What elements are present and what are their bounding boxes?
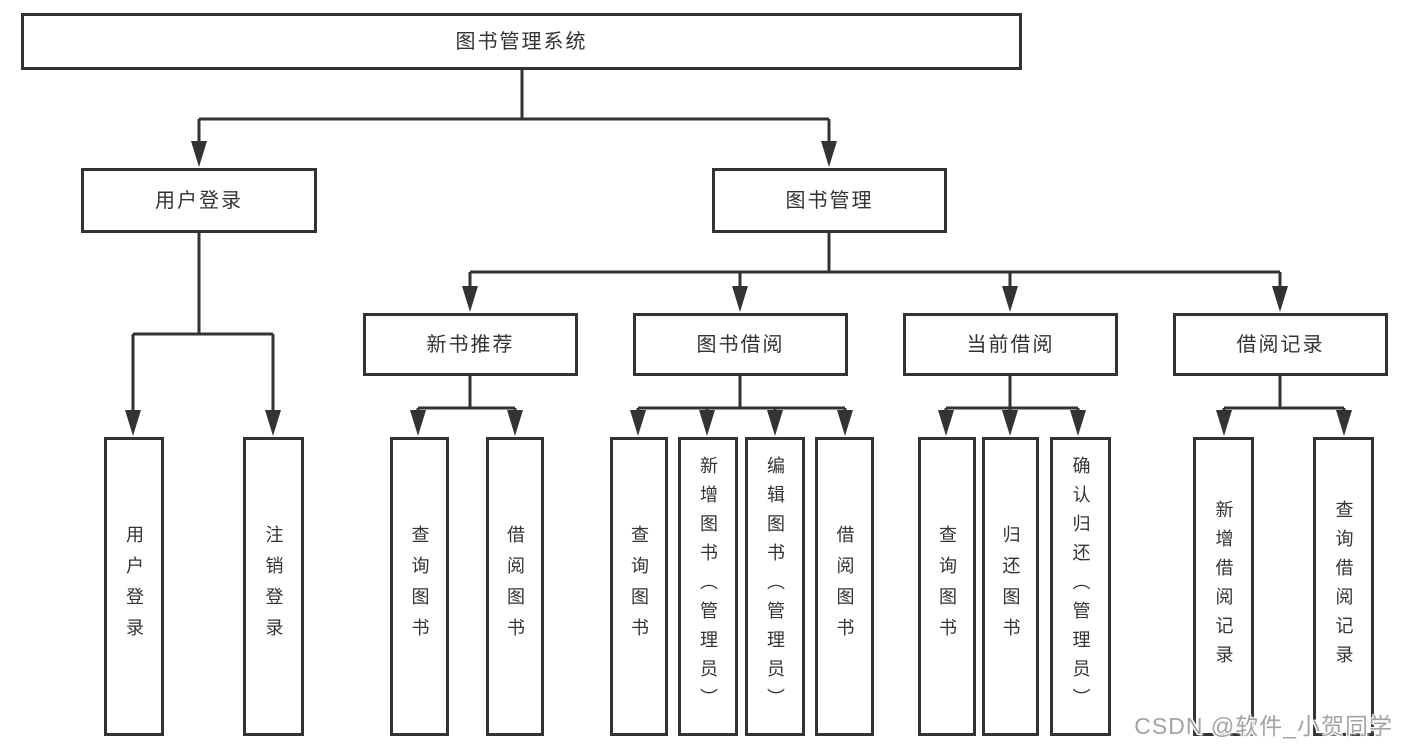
leaf-label: 查询图书 — [937, 524, 957, 649]
leaf-add-books-admin: 新增图书（管理员） — [678, 437, 738, 736]
node-borrow-records: 借阅记录 — [1173, 313, 1388, 376]
leaf-label: 注销登录 — [263, 524, 284, 649]
connector-user-login — [125, 232, 281, 436]
leaf-label: 新增借阅记录 — [1213, 499, 1234, 674]
leaf-add-borrow-record: 新增借阅记录 — [1193, 437, 1254, 736]
leaf-label: 用户登录 — [124, 524, 144, 649]
leaf-query-books-borrow: 查询图书 — [610, 437, 668, 736]
leaf-query-books-recommend: 查询图书 — [390, 437, 449, 736]
leaf-query-books-current: 查询图书 — [918, 437, 976, 736]
node-book-borrow: 图书借阅 — [633, 313, 848, 376]
leaf-label: 查询图书 — [409, 524, 430, 649]
connector-book-management — [462, 232, 1288, 312]
leaf-label: 归还图书 — [1000, 524, 1021, 649]
leaf-logout: 注销登录 — [243, 437, 304, 736]
leaf-user-login: 用户登录 — [104, 437, 164, 736]
node-new-book-recommend: 新书推荐 — [363, 313, 578, 376]
leaf-label: 确认归还（管理员） — [1070, 456, 1091, 717]
leaf-label: 查询借阅记录 — [1333, 499, 1354, 674]
connector-book-borrow — [630, 376, 853, 436]
node-library-management-system: 图书管理系统 — [21, 13, 1022, 70]
leaf-return-books: 归还图书 — [982, 437, 1039, 736]
csdn-watermark: CSDN @软件_小贺同学 — [1134, 713, 1393, 739]
leaf-borrow-books: 借阅图书 — [815, 437, 874, 736]
connector-root — [191, 69, 837, 167]
connector-borrow-records — [1216, 376, 1352, 436]
leaf-edit-books-admin: 编辑图书（管理员） — [745, 437, 805, 736]
node-user-login: 用户登录 — [81, 168, 317, 233]
leaf-borrow-books-recommend: 借阅图书 — [486, 437, 544, 736]
leaf-label: 借阅图书 — [834, 524, 855, 649]
connector-current-borrow — [938, 376, 1086, 436]
leaf-confirm-return-admin: 确认归还（管理员） — [1050, 437, 1111, 736]
leaf-label: 新增图书（管理员） — [698, 456, 718, 717]
leaf-label: 借阅图书 — [505, 524, 525, 649]
node-current-borrow: 当前借阅 — [903, 313, 1118, 376]
connector-new-book-recommend — [410, 376, 523, 436]
leaf-query-borrow-record: 查询借阅记录 — [1313, 437, 1374, 736]
node-book-management: 图书管理 — [712, 168, 947, 233]
leaf-label: 查询图书 — [629, 524, 649, 649]
leaf-label: 编辑图书（管理员） — [765, 456, 785, 717]
